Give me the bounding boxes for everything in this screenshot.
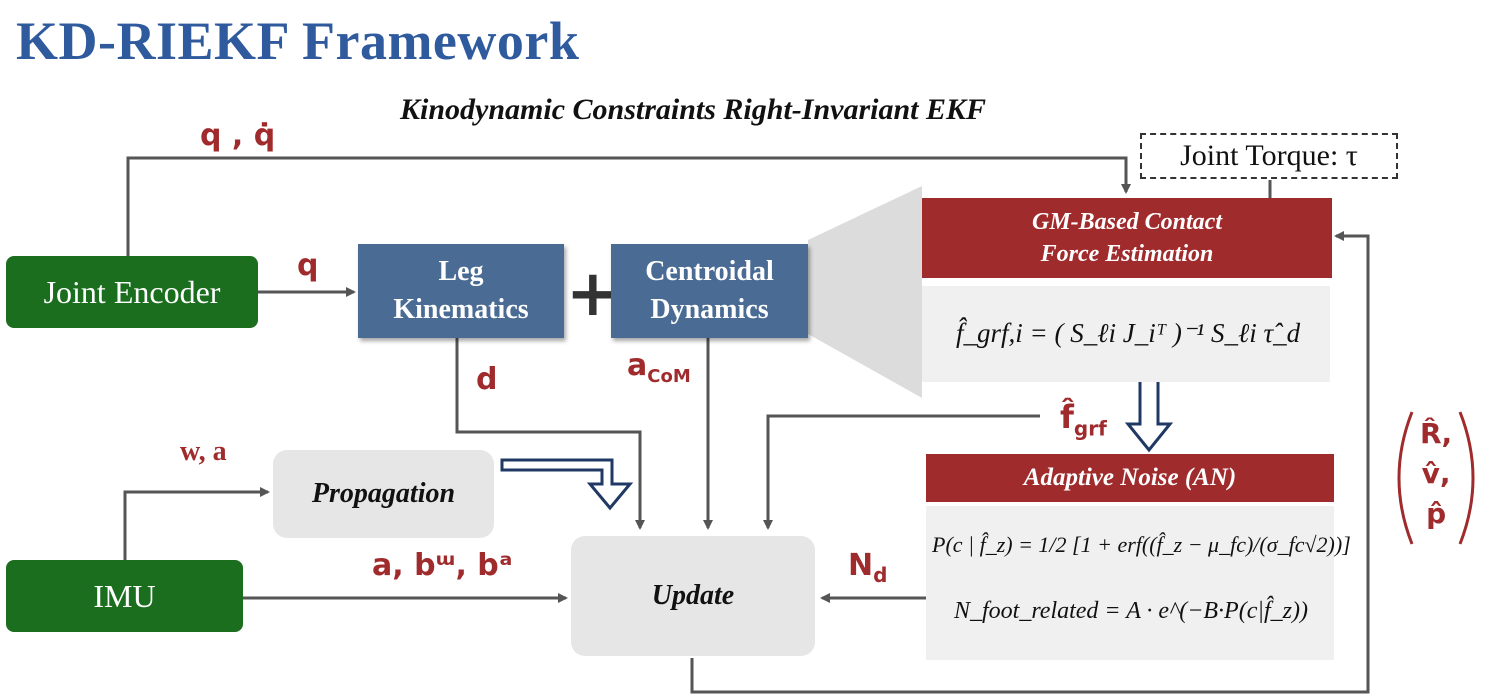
hollow-arrow-gm-to-an (1124, 378, 1174, 453)
label-f-grf: f̂grf (1060, 398, 1107, 440)
arrow-feedback-loop (690, 231, 1370, 694)
leg-kinematics-block: Leg Kinematics (358, 244, 564, 338)
arrow-imu-to-propagation (123, 487, 270, 560)
hollow-arrow-propagation (500, 458, 634, 511)
label-n-d-main: N (848, 548, 874, 583)
leg-kinematics-line2: Kinematics (393, 294, 529, 325)
grf-equation: f̂_grf,i = ( S_ℓi J_iᵀ )⁻¹ S_ℓi τ̂_d (956, 318, 1301, 348)
label-a-com-sub: CoM (647, 366, 691, 387)
label-d: d (476, 362, 498, 397)
gm-contact-line2: Force Estimation (1040, 241, 1214, 267)
state-paren-left (1397, 411, 1414, 545)
joint-encoder-block: Joint Encoder (6, 256, 258, 328)
label-a-bias: a, bᵚ, bᵃ (372, 548, 513, 583)
arrow-leg-to-update (455, 338, 645, 530)
label-w-a: w, a (180, 436, 227, 467)
expansion-wedge (808, 186, 922, 398)
adaptive-noise-label: Adaptive Noise (AN) (1023, 464, 1237, 491)
state-R: R̂, (1420, 417, 1453, 450)
joint-torque-box: Joint Torque: τ (1140, 133, 1398, 179)
noise-equation: N_foot_related = A · e^(−B·P(c|f̂_z)) (954, 598, 1308, 624)
joint-encoder-label: Joint Encoder (43, 273, 221, 310)
label-q: q (297, 248, 319, 283)
state-output: R̂, v̂, p̂ (1420, 414, 1452, 534)
arrow-fgrf-to-update (763, 414, 1040, 530)
leg-kinematics-line1: Leg (438, 256, 484, 287)
centroidal-line2: Dynamics (650, 294, 769, 325)
noise-equation-panel: P(c | f̂_z) = 1/2 [1 + erf((f̂_z − μ_fc)… (926, 506, 1351, 660)
state-p: p̂ (1426, 497, 1447, 530)
imu-label: IMU (93, 577, 156, 614)
label-n-d-sub: d (873, 563, 888, 587)
arrow-encoder-to-gm (126, 156, 1131, 256)
propagation-label: Propagation (311, 478, 456, 509)
update-block: Update (571, 536, 815, 656)
label-f-grf-sub: grf (1073, 416, 1107, 441)
label-a-com: aCoM (627, 348, 691, 387)
diagram-subtitle: Kinodynamic Constraints Right-Invariant … (400, 93, 987, 126)
plus-sign: + (566, 257, 620, 331)
page-title: KD-RIEKF Framework (16, 11, 580, 71)
state-paren-right (1458, 411, 1475, 545)
gm-contact-header: GM-Based Contact Force Estimation (922, 198, 1332, 278)
adaptive-noise-header: Adaptive Noise (AN) (926, 454, 1334, 502)
centroidal-line1: Centroidal (645, 256, 774, 287)
imu-block: IMU (6, 560, 243, 632)
state-v: v̂, (1421, 457, 1451, 490)
label-n-d: Nd (848, 548, 887, 587)
label-f-grf-main: f̂ (1060, 398, 1074, 436)
grf-equation-panel: f̂_grf,i = ( S_ℓi J_iᵀ )⁻¹ S_ℓi τ̂_d (922, 286, 1330, 382)
gm-contact-line1: GM-Based Contact (1031, 209, 1222, 235)
joint-torque-label: Joint Torque: τ (1180, 139, 1358, 172)
propagation-block: Propagation (273, 450, 494, 538)
update-label: Update (651, 580, 735, 611)
probability-equation: P(c | f̂_z) = 1/2 [1 + erf((f̂_z − μ_fc)… (932, 532, 1351, 557)
centroidal-dynamics-block: Centroidal Dynamics (611, 244, 808, 338)
label-a-com-main: a (627, 348, 648, 383)
label-q-qdot: q , q̇ (200, 118, 276, 153)
